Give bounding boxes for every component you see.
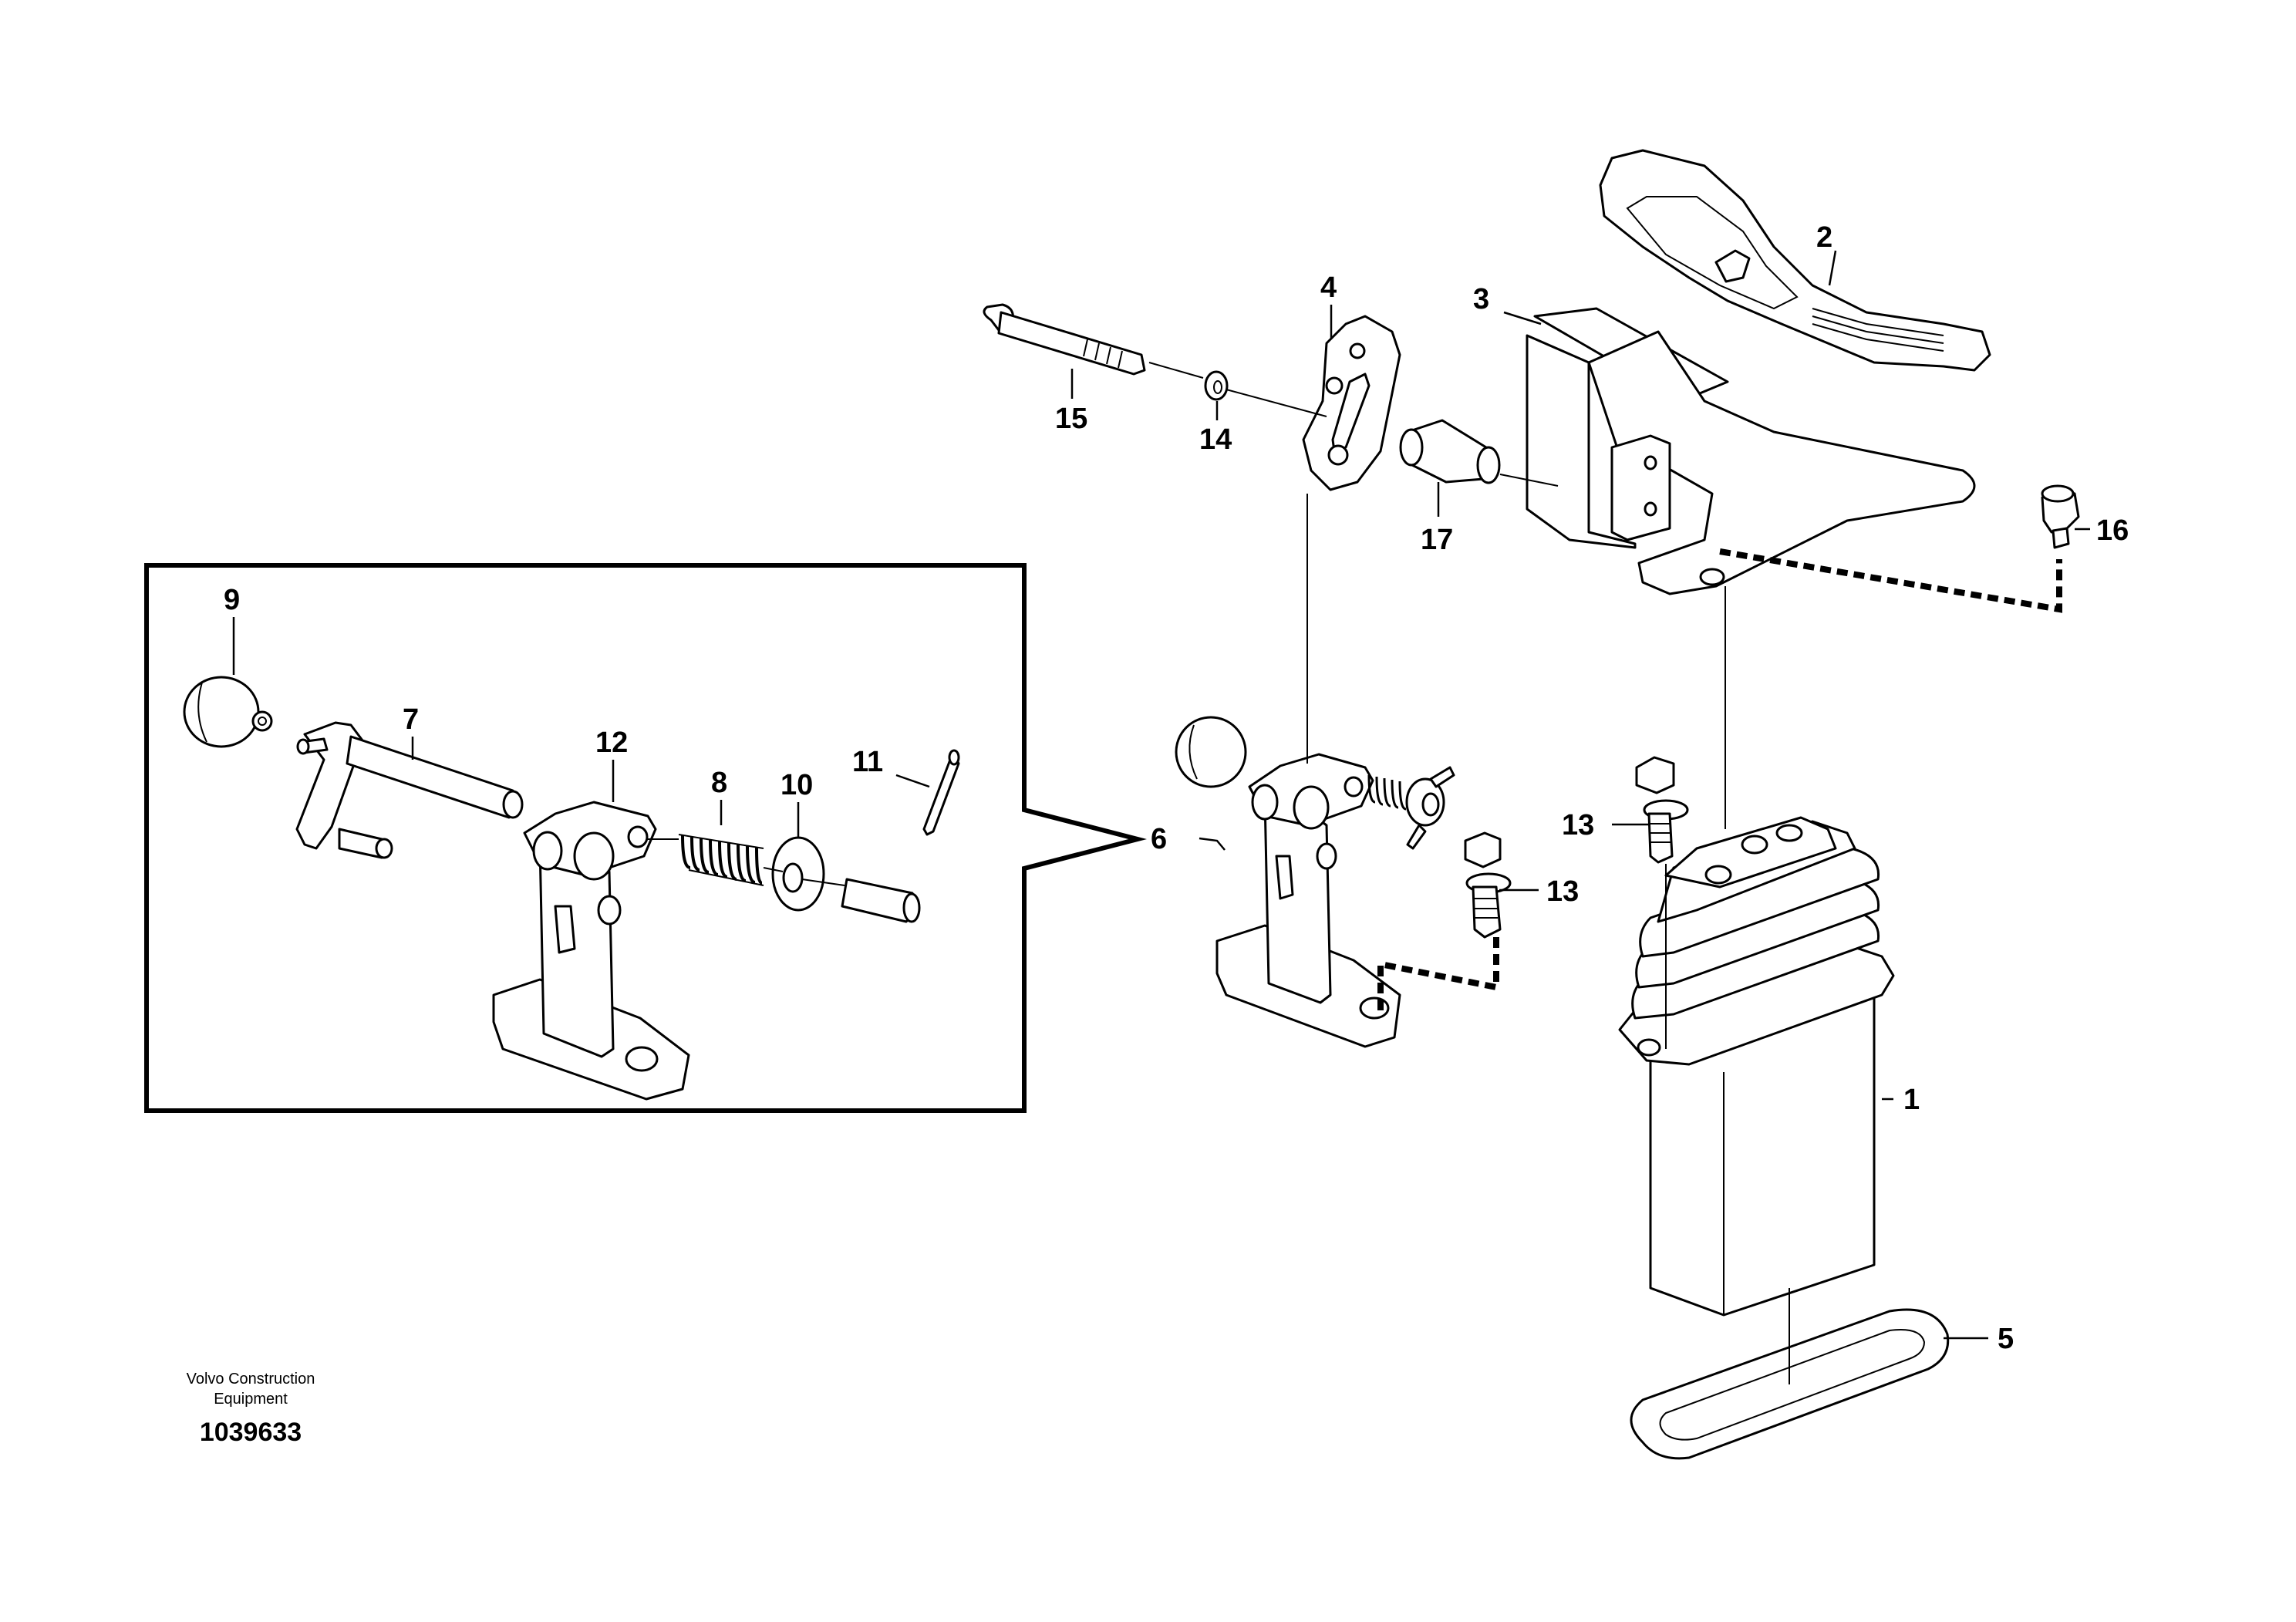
part-lever-7-detail: [295, 721, 524, 859]
company-name-line1: Volvo Construction: [187, 1371, 315, 1388]
leader-lines: [232, 250, 2090, 1340]
callout-14: 14: [1199, 423, 1232, 456]
part-pedal-2: [1599, 149, 1991, 372]
footer-caption: Volvo Construction Equipment 1039633: [187, 1371, 315, 1447]
part-pin-11-detail: [801, 749, 960, 923]
document-number: 1039633: [200, 1418, 302, 1447]
assembly-guide-lines: [1148, 362, 2062, 1384]
callout-6: 6: [1151, 823, 1167, 855]
part-assembly-6: [1175, 716, 1455, 1048]
callout-17: 17: [1421, 524, 1453, 556]
detail-inset-frame: [144, 563, 1147, 1113]
callout-3: 3: [1473, 283, 1489, 315]
callout-9: 9: [224, 584, 240, 616]
part-knob-9-detail: [183, 676, 273, 748]
callout-10: 10: [781, 769, 813, 801]
callout-8: 8: [711, 767, 727, 799]
callout-15: 15: [1055, 403, 1087, 435]
part-bolt-15: [983, 303, 1146, 376]
part-bushing-17: [1399, 419, 1501, 484]
part-washer-10-detail: [763, 836, 825, 912]
part-bolt-13-lower: [1464, 831, 1512, 939]
part-washer-14: [1204, 370, 1229, 401]
part-control-valve-1: [1618, 816, 1895, 1317]
company-name-line2: Equipment: [214, 1391, 288, 1408]
callout-11: 11: [852, 746, 883, 778]
callout-13-lower: 13: [1546, 875, 1579, 908]
callout-13-upper: 13: [1562, 809, 1594, 841]
part-spring-8-detail: [646, 834, 764, 886]
callout-4: 4: [1320, 271, 1337, 304]
callout-labels: 1 2 3 4 5 6 7 8 9 10 11 12 13 13 14 15 1…: [224, 221, 2129, 1355]
callout-7: 7: [403, 703, 419, 736]
callout-16: 16: [2096, 514, 2129, 547]
callout-1: 1: [1903, 1084, 1920, 1116]
part-bolt-13-upper: [1635, 756, 1689, 864]
callout-12: 12: [595, 727, 628, 759]
part-plate-4: [1302, 315, 1401, 491]
callout-5: 5: [1998, 1323, 2014, 1355]
part-screw-16: [2041, 484, 2080, 549]
part-bracket-3: [1526, 307, 1976, 595]
part-bracket-12-detail: [492, 801, 690, 1101]
callout-2: 2: [1816, 221, 1832, 254]
